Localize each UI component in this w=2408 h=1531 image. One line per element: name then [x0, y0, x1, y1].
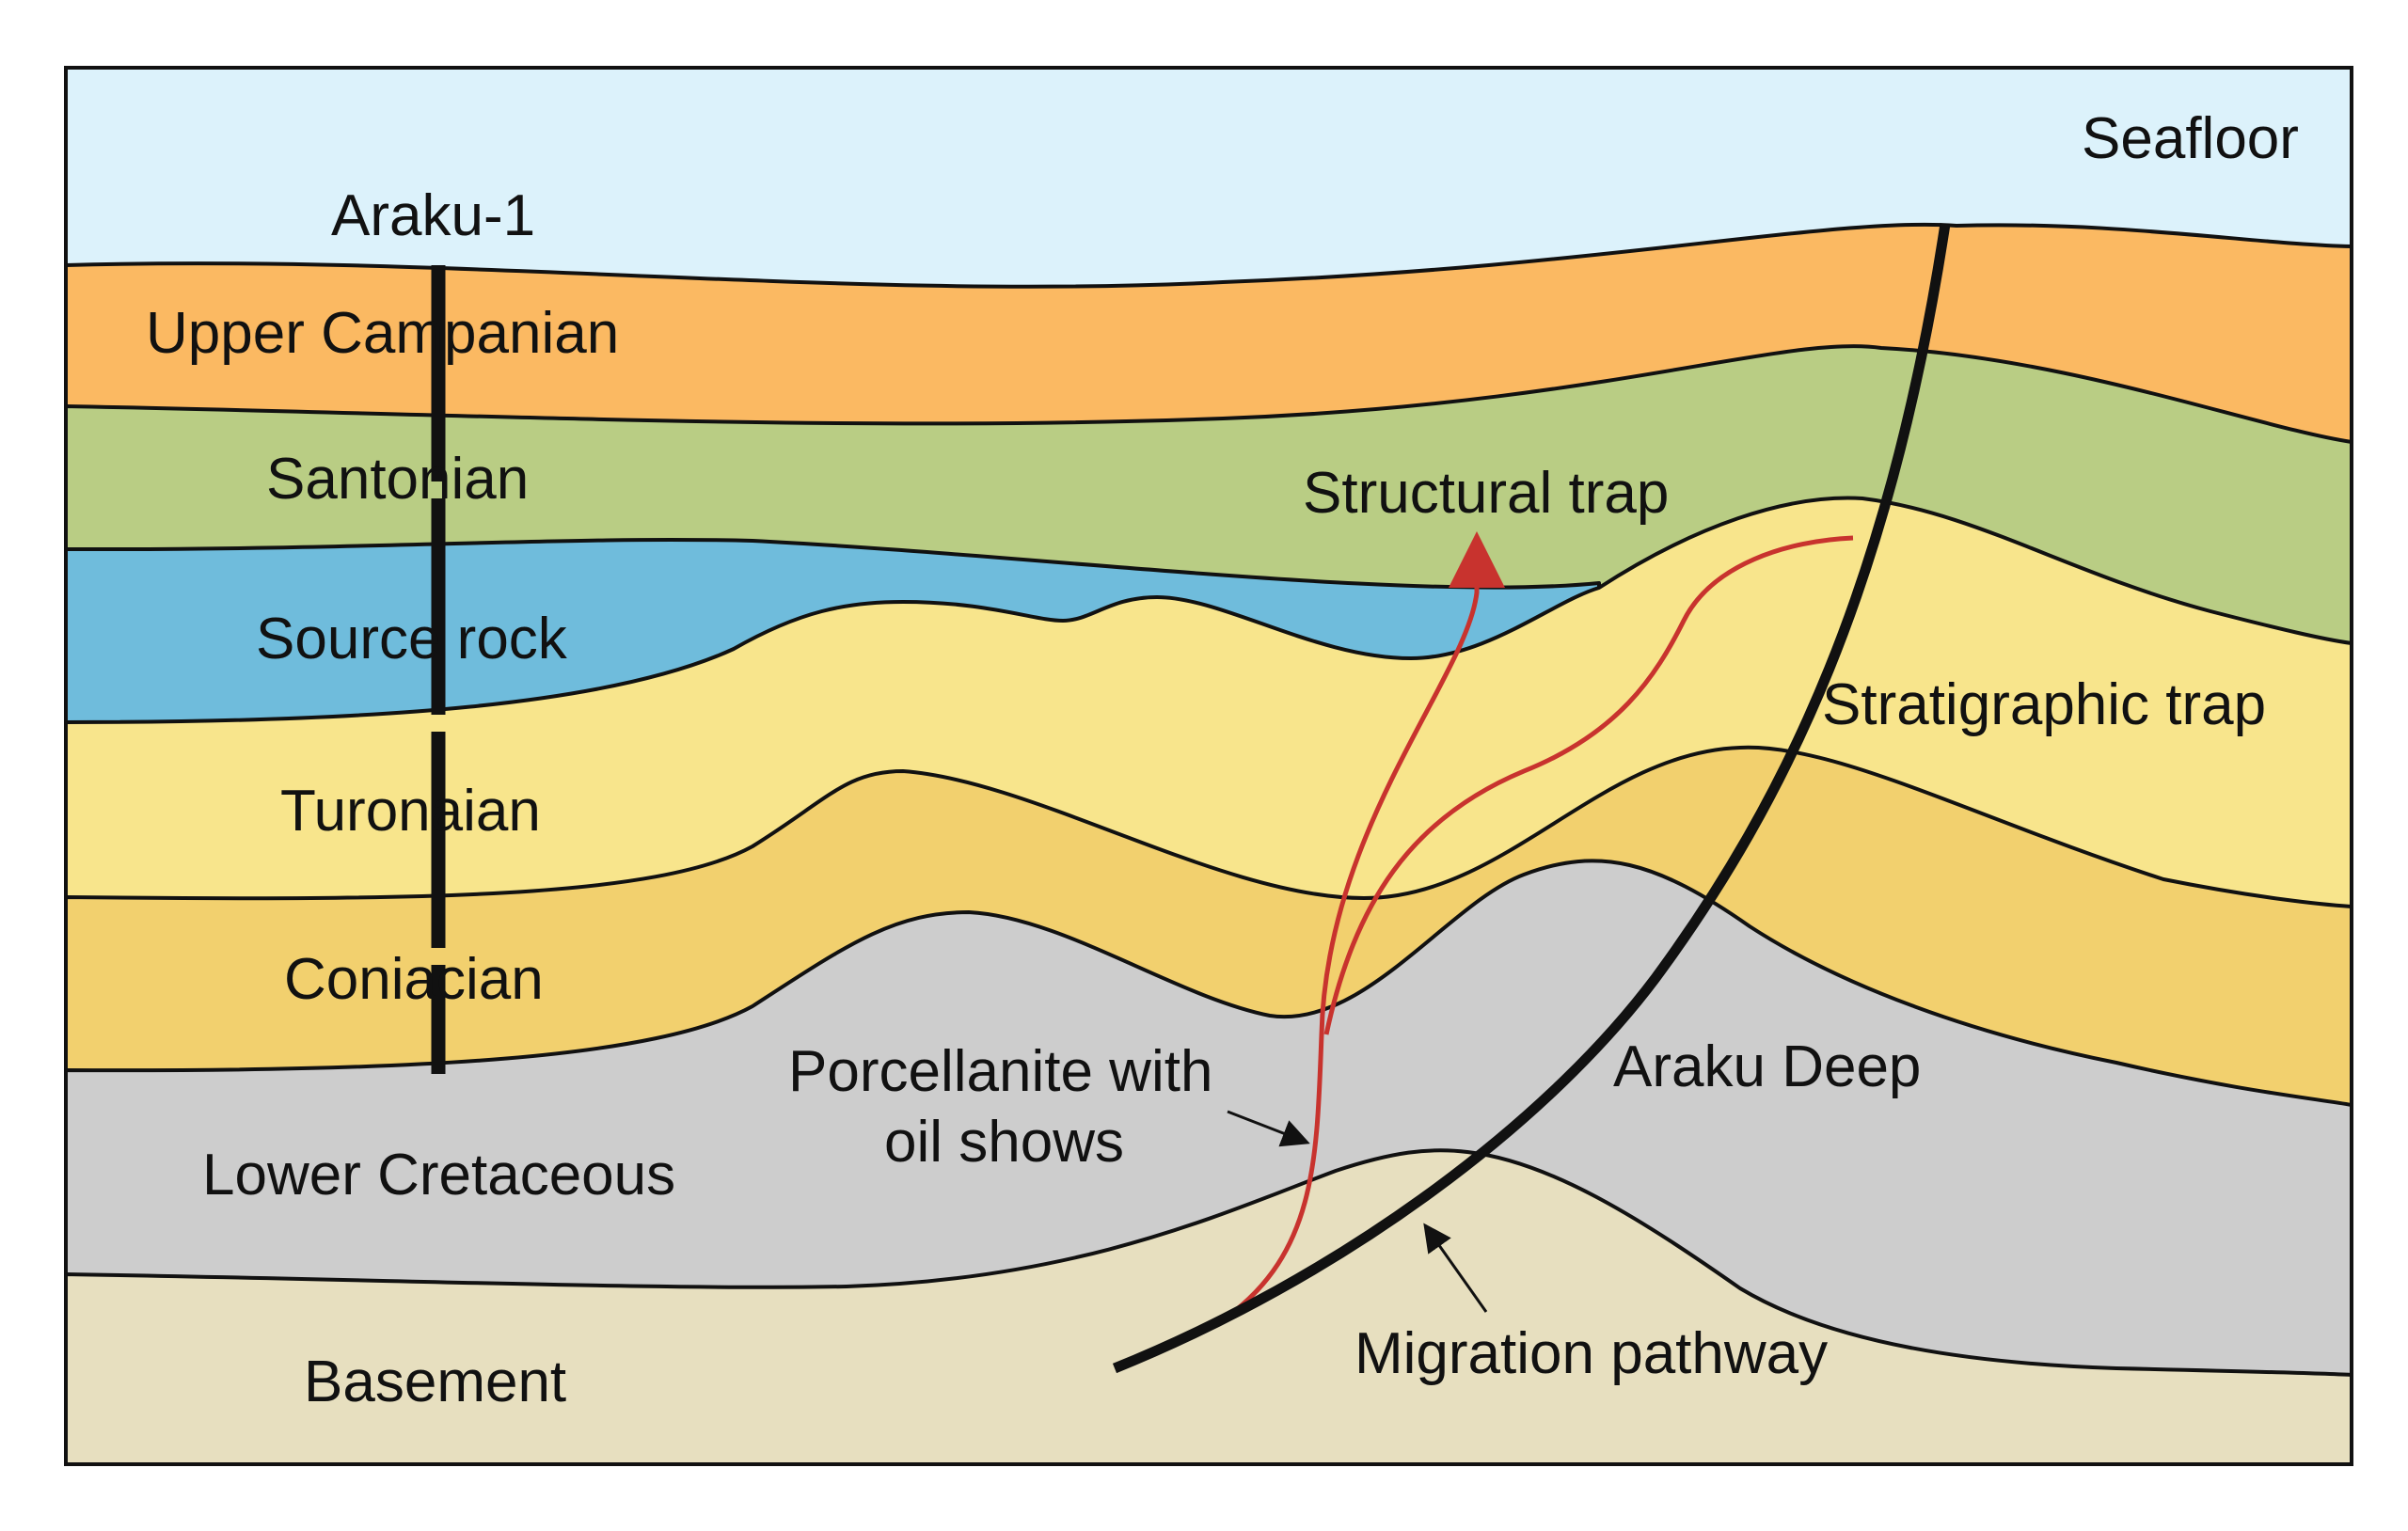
lower-cretaceous-label: Lower Cretaceous — [202, 1143, 675, 1207]
seafloor-label: Seafloor — [2082, 106, 2299, 171]
migration-pathway-label: Migration pathway — [1354, 1321, 1828, 1386]
upper-campanian-label: Upper Campanian — [146, 301, 619, 366]
porcellanite-leader-arrow — [1227, 1110, 1310, 1147]
oil-migration-path-stratigraphic — [1323, 535, 1854, 1035]
structural-trap-label: Structural trap — [1303, 461, 1669, 526]
santonian-label: Santonian — [266, 447, 529, 512]
oil-migration-path-structural — [1226, 531, 1505, 1319]
porcellanite-label-line2: oil shows — [884, 1110, 1124, 1175]
coniacian-label: Coniacian — [284, 947, 544, 1012]
well-label: Araku-1 — [331, 183, 535, 248]
migration-pathway-leader-arrow — [1423, 1223, 1488, 1313]
araku-deep-label: Araku Deep — [1613, 1034, 1921, 1099]
basement-label: Basement — [304, 1349, 566, 1414]
diagram-frame — [64, 66, 2353, 1466]
source-rock-label: Source rock — [256, 607, 568, 671]
porcellanite-label-line1: Porcellanite with — [788, 1039, 1212, 1104]
fault-line — [1112, 223, 1951, 1374]
stratigraphic-trap-label: Stratigraphic trap — [1822, 672, 2266, 737]
basement-layer — [64, 1148, 2353, 1466]
turonaian-label: Turonaian — [280, 779, 541, 844]
